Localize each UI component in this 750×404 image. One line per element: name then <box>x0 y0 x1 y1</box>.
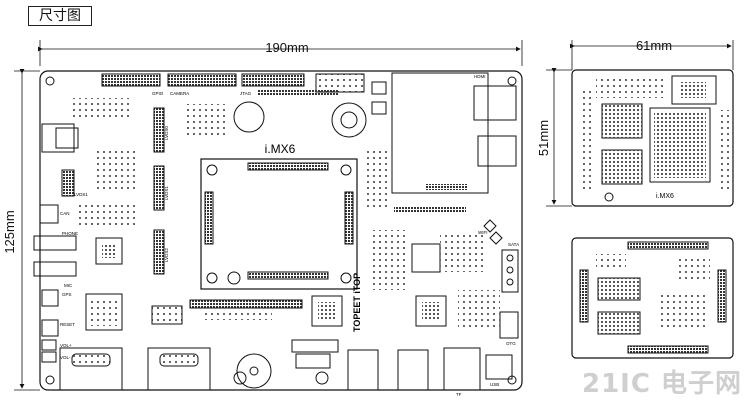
base-board: GPIO CAMERA JTAG LVDS1 CAN PHONE GPS MIC <box>33 70 523 397</box>
camera-label: CAMERA <box>170 91 189 96</box>
mic-label: MIC <box>64 283 73 288</box>
core-height-dimension <box>546 68 572 207</box>
core-width-label: 61mm <box>636 38 672 53</box>
can-label: CAN <box>60 211 70 216</box>
tf-label: TF <box>456 392 462 397</box>
otg-label: OTG <box>506 341 516 346</box>
core-board-bottom <box>571 237 734 359</box>
page-title: 尺寸图 <box>28 6 92 26</box>
core-socket <box>200 158 358 290</box>
lvds-left-label: LVDS1 <box>74 192 88 197</box>
phone-label: PHONE <box>62 231 78 236</box>
hdmi-label: HDMI <box>474 74 486 79</box>
gpio-label: GPIO <box>152 91 164 96</box>
core-width-dimension <box>570 40 734 70</box>
core-soc-label: i.MX6 <box>656 193 674 200</box>
core-board-top: i.MX6 <box>571 69 734 207</box>
usb-label: USB <box>490 382 499 387</box>
sata-label: SATA <box>508 242 519 247</box>
brand-label: TOPEET iTOP <box>352 273 362 332</box>
gps-label: GPS <box>62 292 72 297</box>
base-width-label: 190mm <box>265 40 308 55</box>
soc-label: i.MX6 <box>265 142 296 156</box>
base-height-label: 125mm <box>2 210 17 253</box>
watermark: 21IC 电子网 <box>582 369 742 399</box>
lvds1-label: LVDS1 <box>164 186 169 200</box>
base-width-dimension <box>38 40 523 66</box>
vol-up-label: VOL+ <box>60 343 72 348</box>
vol-down-label: VOL- <box>60 355 71 360</box>
lvds2-label: LVDS2 <box>164 248 169 262</box>
lvds0-label: LVDS0 <box>164 126 169 140</box>
serial-port-1 <box>59 347 123 391</box>
core-height-label: 51mm <box>536 120 551 156</box>
base-height-dimension <box>14 69 40 391</box>
reset-label: RESET <box>60 322 75 327</box>
serial-port-2 <box>147 347 211 391</box>
jtag-label: JTAG <box>240 91 252 96</box>
